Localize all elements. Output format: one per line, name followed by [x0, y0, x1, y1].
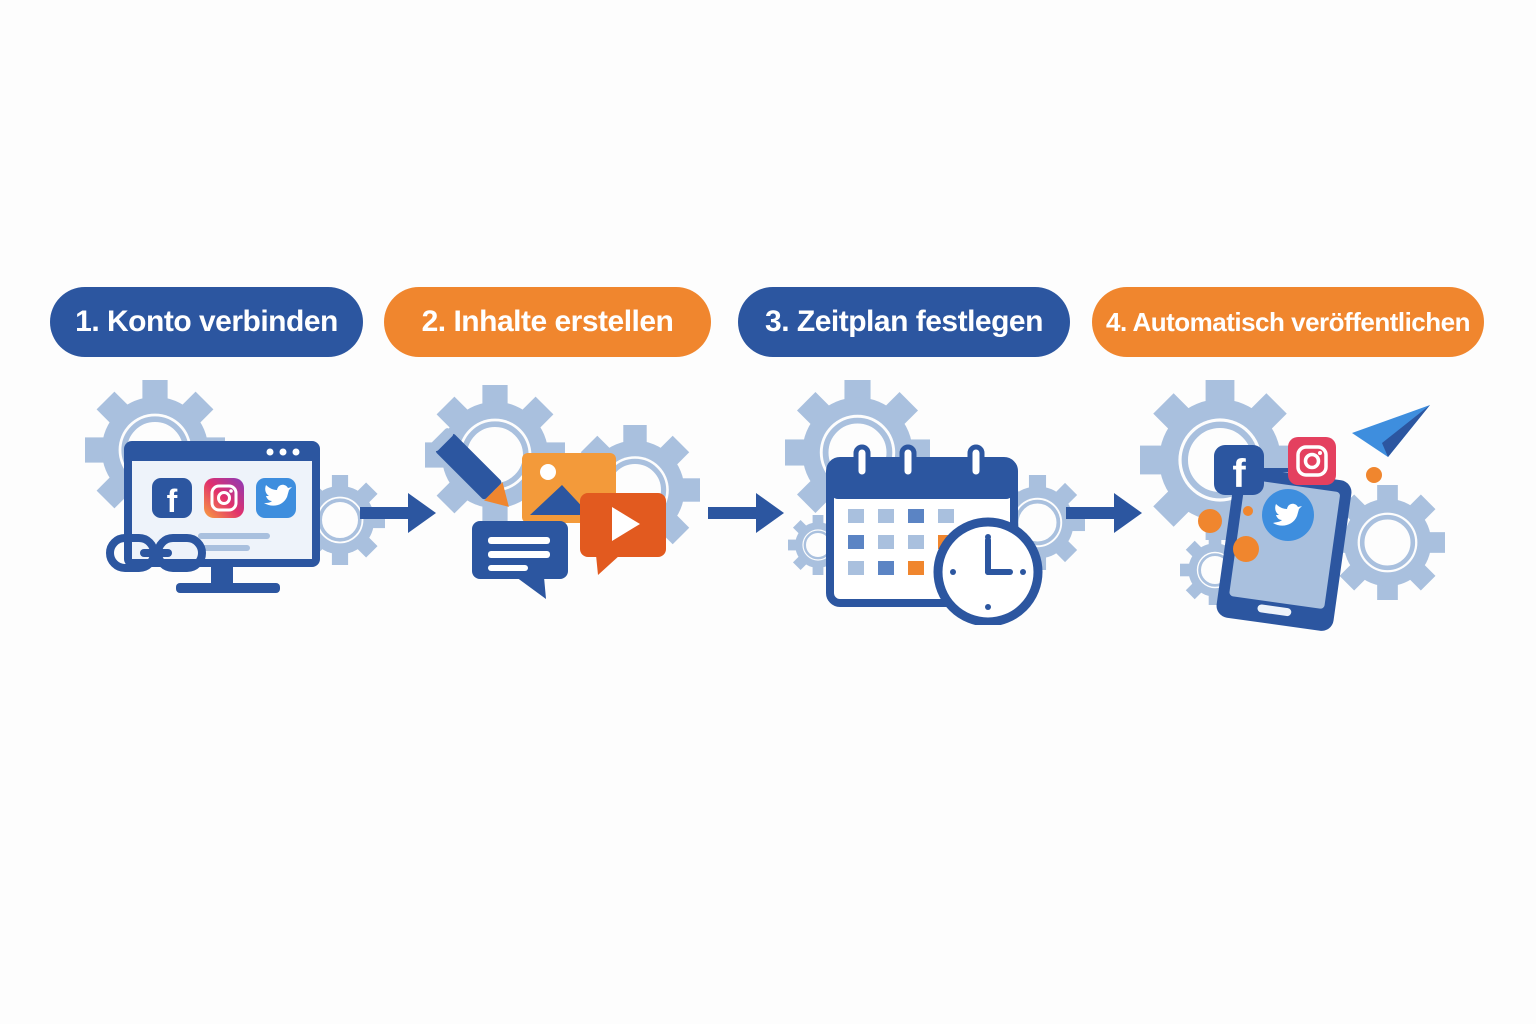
step-4-label: 4. Automatisch veröffentlichen: [1092, 287, 1484, 357]
pencil-icon: [430, 428, 509, 507]
step-3-illustration: [780, 375, 1085, 625]
step-3-label: 3. Zeitplan festlegen: [738, 287, 1070, 357]
instagram-icon: [1288, 437, 1336, 485]
paper-plane-icon: [1352, 405, 1430, 457]
step-2-label: 2. Inhalte erstellen: [384, 287, 711, 357]
chat-bubble-icon: [472, 521, 568, 599]
facebook-icon: f: [152, 478, 192, 519]
twitter-icon: [256, 478, 296, 518]
arrow-right-icon: [708, 493, 784, 533]
svg-text:f: f: [1232, 452, 1246, 496]
arrow-right-icon: [360, 493, 436, 533]
step-4-illustration: f: [1130, 375, 1450, 631]
step-1-label: 1. Konto verbinden: [50, 287, 363, 357]
facebook-icon: f: [1214, 445, 1264, 496]
instagram-icon: [204, 478, 244, 518]
twitter-icon: [1262, 489, 1314, 541]
link-chain-icon: [106, 534, 206, 572]
step-1-illustration: f: [80, 375, 385, 593]
svg-text:f: f: [167, 483, 178, 519]
arrow-right-icon: [1066, 493, 1142, 533]
decorative-dots: [1198, 467, 1382, 562]
video-play-icon: [580, 493, 666, 575]
step-2-illustration: [420, 375, 720, 599]
clock-icon: [933, 517, 1043, 625]
